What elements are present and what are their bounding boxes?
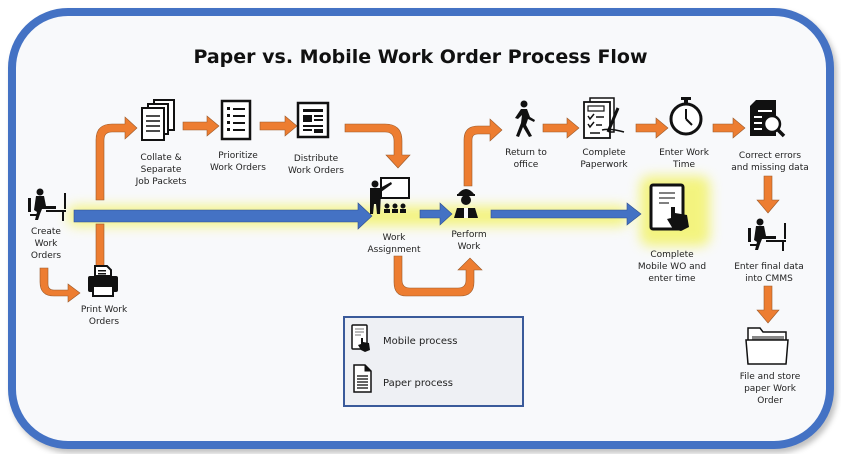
arrow-create-to-collate — [95, 116, 138, 201]
node-label-perform: Perform Work — [451, 230, 487, 252]
arrow-assign-to-perform-mobile — [419, 202, 453, 226]
node-label-prioritize: Prioritize Work Orders — [210, 151, 266, 173]
arrow-return-to-paperwork — [542, 117, 580, 139]
arrow-create-to-print — [39, 267, 81, 303]
node-label-assign: Work Assignment — [367, 233, 421, 255]
node-label-create: Create Work Orders — [30, 227, 62, 261]
arrow-time-to-correct — [712, 117, 746, 139]
arrow-assign-to-perform — [393, 255, 483, 297]
node-label-collate: Collate & Separate Job Packets — [135, 153, 187, 187]
node-label-final: Enter final data into CMMS — [734, 262, 804, 284]
arrow-prioritize-to-distribute — [259, 115, 298, 137]
node-label-return: Return to office — [505, 148, 547, 170]
walking-person-icon — [515, 100, 535, 137]
document-stack-icon — [141, 99, 175, 141]
document-search-icon — [750, 100, 786, 138]
legend-mobile-label: Mobile process — [383, 336, 458, 347]
newspaper-icon — [296, 101, 330, 139]
printer-icon — [88, 265, 118, 297]
arrow-final-to-file — [756, 285, 780, 324]
tablet-touch-icon — [649, 183, 689, 231]
arrow-segment-print-up — [95, 223, 105, 267]
arrow-distribute-to-assign — [344, 123, 411, 169]
presenter-icon — [370, 177, 410, 214]
node-label-distribute: Distribute Work Orders — [288, 154, 344, 176]
legend-paper-label: Paper process — [383, 378, 453, 389]
legend: Mobile process Paper process — [343, 316, 524, 407]
node-label-paperwork: Complete Paperwork — [580, 148, 628, 170]
person-at-desk-icon — [748, 218, 786, 251]
stopwatch-icon — [669, 97, 703, 136]
arrow-correct-to-final — [756, 175, 780, 214]
arrow-perform-to-return — [463, 118, 503, 187]
node-label-file: File and store paper Work Order — [739, 372, 801, 406]
person-at-desk-icon — [28, 188, 66, 221]
checklist-icon — [220, 99, 252, 141]
form-signing-icon — [583, 97, 625, 139]
folder-icon — [745, 327, 789, 365]
arrow-paperwork-to-time — [635, 117, 669, 139]
node-label-correct: Correct errors and missing data — [731, 151, 809, 173]
node-label-mobile: Complete Mobile WO and enter time — [637, 250, 707, 284]
arrow-collate-to-prioritize — [182, 115, 220, 137]
arrow-create-to-assign-mobile — [73, 202, 373, 230]
tablet-touch-icon — [351, 324, 370, 352]
diagram-title: Paper vs. Mobile Work Order Process Flow — [193, 46, 648, 68]
node-label-time: Enter Work Time — [659, 148, 709, 170]
document-icon — [353, 364, 372, 393]
worker-hardhat-icon — [454, 189, 478, 218]
node-label-print: Print Work Orders — [80, 305, 128, 327]
arrow-perform-to-mobile — [490, 202, 642, 226]
